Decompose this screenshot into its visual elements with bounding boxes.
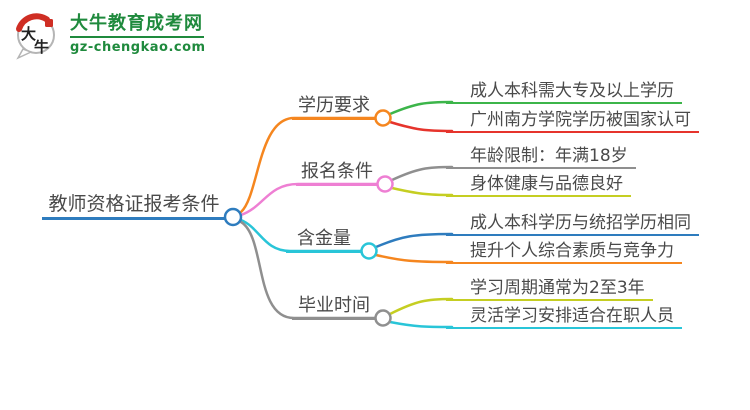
leaf-xueli-2: 广州南方学院学历被国家认可 (446, 109, 699, 133)
leaf-baoming-2: 身体健康与品德良好 (446, 173, 631, 197)
curve-root-to-biye (239, 220, 378, 320)
leaf-hanjin-2: 提升个人综合素质与竞争力 (446, 240, 682, 264)
branch-hanjinliang: 含金量 (286, 227, 362, 253)
branch-biyeshijian: 毕业时间 (292, 294, 376, 320)
red-seal (45, 19, 53, 27)
curve-root-to-baoming (239, 182, 380, 217)
root-topic: 教师资格证报考条件 (42, 191, 226, 220)
leaf-hanjin-1: 成人本科学历与统招学历相同 (446, 212, 699, 236)
curve-leaf-8 (388, 320, 454, 329)
logo-char-1: 大 (21, 25, 36, 43)
site-name: 大牛教育成考网 (70, 13, 203, 34)
leaf-biye-1: 学习周期通常为2至3年 (446, 277, 653, 301)
curve-leaf-3 (390, 165, 454, 182)
curve-root-to-xueli (239, 116, 378, 214)
speech-bubble-tail (16, 48, 33, 60)
curve-leaf-6 (374, 253, 454, 264)
daniu-logo-icon: 大 牛 (16, 13, 55, 60)
curve-root-to-hanjin (239, 218, 364, 253)
curve-leaf-7 (388, 297, 454, 316)
root-junction-dot (223, 207, 243, 227)
branch-xueliyaoqiu: 学历要求 (292, 94, 376, 120)
logo-divider (70, 36, 204, 38)
site-domain: gz-chengkao.com (70, 40, 206, 55)
xueli-junction-dot (374, 109, 392, 127)
leaf-biye-2: 灵活学习安排适合在职人员 (446, 305, 682, 329)
biye-junction-dot (374, 309, 392, 327)
leaf-xueli-1: 成人本科需大专及以上学历 (446, 80, 682, 104)
curve-leaf-1 (388, 100, 454, 116)
red-hat-arc (16, 13, 50, 32)
site-logo[interactable]: 大 牛 大牛教育成考网 gz-chengkao.com (8, 6, 206, 62)
logo-char-2: 牛 (34, 38, 49, 56)
curve-leaf-5 (374, 232, 454, 249)
branch-baomingtiaojian: 报名条件 (296, 160, 378, 186)
curve-leaf-2 (388, 120, 454, 133)
baoming-junction-dot (376, 175, 394, 193)
leaf-baoming-1: 年龄限制：年满18岁 (446, 145, 636, 169)
hanjin-junction-dot (360, 242, 378, 260)
curve-leaf-4 (390, 186, 454, 197)
